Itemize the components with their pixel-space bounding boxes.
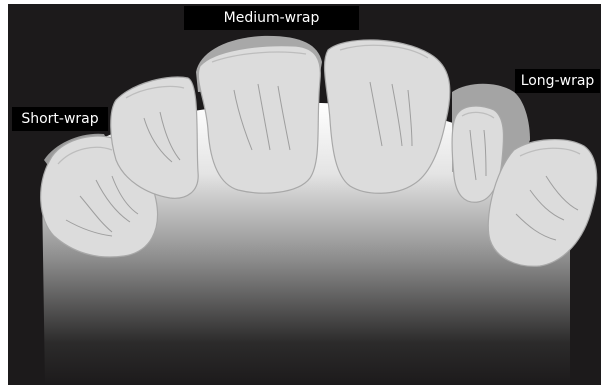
- long-wrap-label: Long-wrap: [515, 69, 600, 93]
- short-wrap-label: Short-wrap: [12, 107, 108, 131]
- medium-wrap-label: Medium-wrap: [184, 6, 359, 30]
- tooth-left-central-incisor: [198, 46, 320, 193]
